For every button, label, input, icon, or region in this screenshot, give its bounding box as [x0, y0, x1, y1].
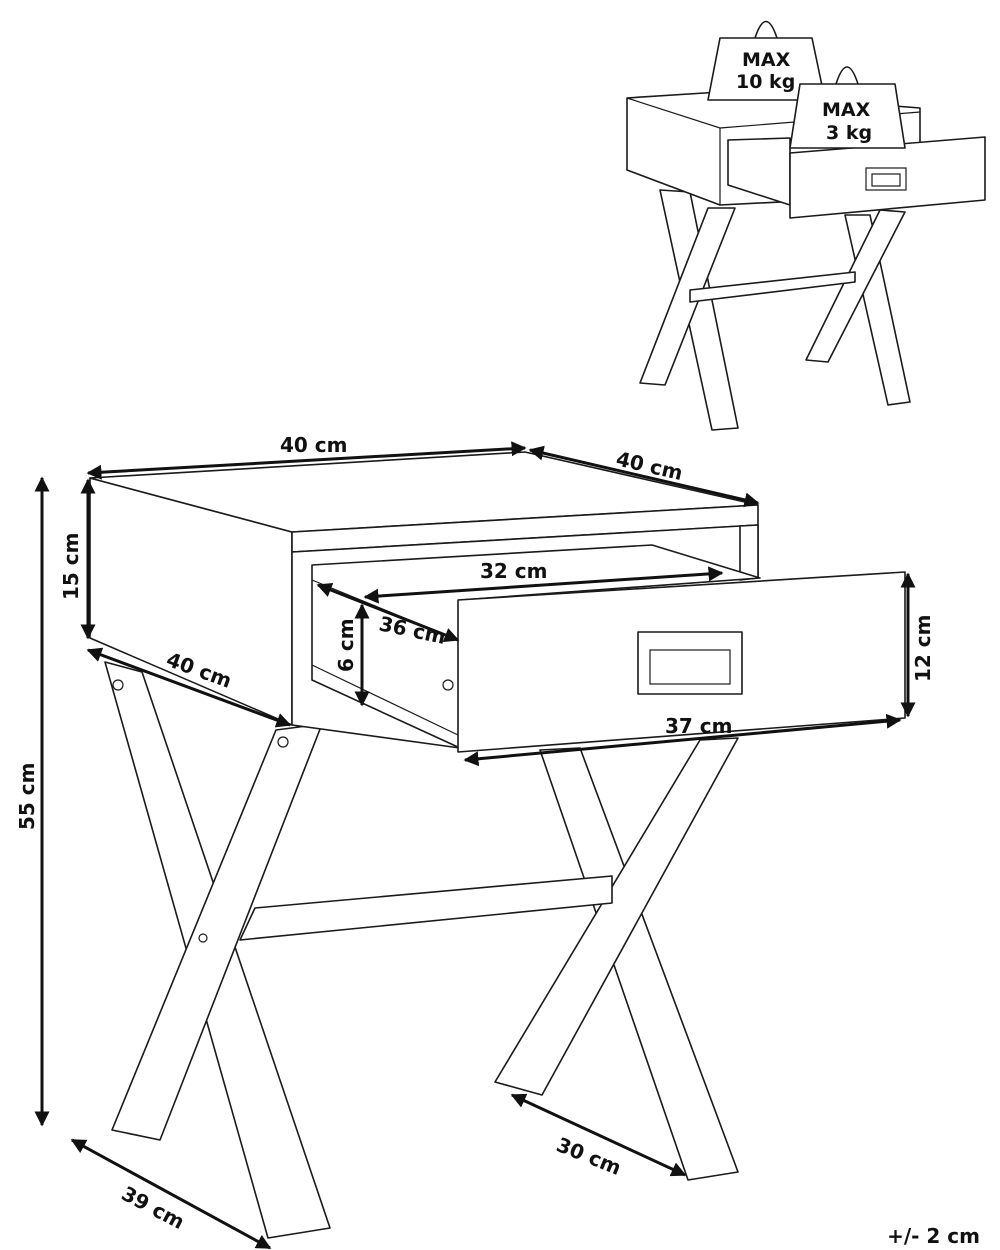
stretcher — [239, 875, 613, 941]
dim-drawer-front-height: 12 cm — [911, 615, 935, 683]
svg-text:MAX: MAX — [822, 99, 871, 121]
dim-drawer-front-width: 37 cm — [665, 714, 733, 738]
bolt — [277, 736, 289, 748]
svg-text:3 kg: 3 kg — [826, 122, 872, 144]
dimension-lines — [34, 441, 916, 1250]
dim-drawer-inner-width: 32 cm — [480, 559, 548, 583]
svg-text:10 kg: 10 kg — [736, 71, 795, 93]
bolt — [198, 933, 208, 943]
right-side-panel — [739, 524, 759, 581]
dim-total-height: 55 cm — [15, 763, 39, 831]
svg-text:MAX: MAX — [742, 49, 791, 71]
dim-leg-span-side: 39 cm — [118, 1181, 189, 1234]
dim-body-height: 15 cm — [59, 533, 83, 601]
small-drawer-front — [789, 136, 986, 219]
drawer-handle — [637, 631, 743, 695]
dim-drawer-inner-height: 6 cm — [334, 618, 358, 672]
load-capacity-drawing: MAX 10 kg MAX 3 kg — [626, 20, 986, 431]
leg-bar — [494, 737, 739, 1096]
dim-top-width: 40 cm — [280, 433, 348, 457]
tolerance-note: +/- 2 cm — [887, 1224, 980, 1248]
dim-leg-span-right: 30 cm — [553, 1132, 625, 1180]
weight-3kg-icon — [789, 83, 906, 149]
